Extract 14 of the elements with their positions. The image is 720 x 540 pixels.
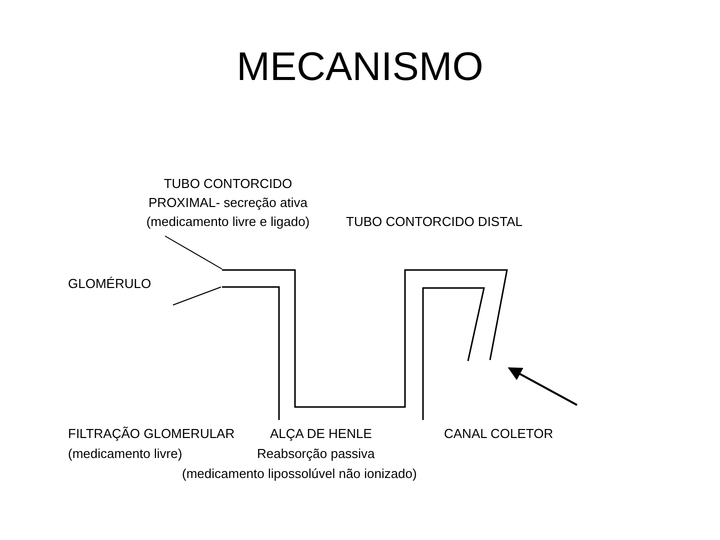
nephron-tubule-drawing <box>221 269 508 421</box>
structure-label: GLOMÉRULO <box>68 274 158 293</box>
leader-line <box>164 236 222 270</box>
annotation-text: ALÇA DE HENLE <box>270 425 372 443</box>
annotation-text: TUBO CONTORCIDO DISTAL <box>346 213 522 231</box>
annotation-text: (medicamento lipossolúvel não ionizado) <box>182 465 417 483</box>
annotation-text: FILTRAÇÃO GLOMERULAR <box>68 425 235 443</box>
structure-label: TUBO CONTORCIDO PROXIMAL- secreção ativa (medicamento livre e ligado) <box>130 174 326 231</box>
annotation-text: (medicamento livre) <box>68 445 182 463</box>
annotation-text: Reabsorção passiva <box>257 445 375 463</box>
annotation-text: CANAL COLETOR <box>444 425 554 443</box>
leader-line <box>172 286 222 306</box>
arrow <box>508 367 578 406</box>
title: MECANISMO <box>236 44 484 91</box>
